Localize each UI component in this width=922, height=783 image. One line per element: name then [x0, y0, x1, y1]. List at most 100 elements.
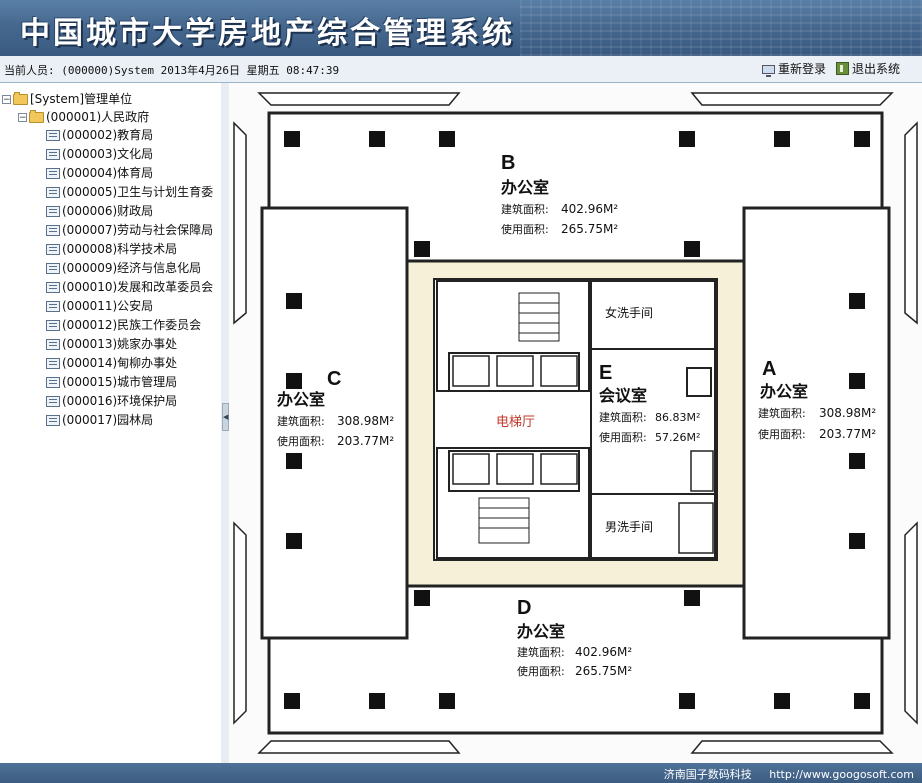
- room-a-use-label: 使用面积:: [758, 428, 806, 441]
- room-e-use-label: 使用面积:: [599, 431, 647, 444]
- app-title: 中国城市大学房地产综合管理系统: [20, 16, 515, 51]
- room-e-name: 会议室: [599, 386, 647, 405]
- document-icon: [46, 224, 60, 236]
- tree-item[interactable]: (000017)园林局: [46, 411, 153, 429]
- tree-item[interactable]: (000016)环境保护局: [46, 392, 177, 410]
- document-icon: [46, 414, 60, 426]
- tree-item-label: (000004)体育局: [62, 166, 154, 180]
- tree-item[interactable]: (000010)发展和改革委员会: [46, 278, 213, 296]
- room-c-name: 办公室: [277, 390, 325, 409]
- tree-item[interactable]: (000009)经济与信息化局: [46, 259, 201, 277]
- tree-item[interactable]: (000013)姚家办事处: [46, 335, 177, 353]
- room-a-build-label: 建筑面积:: [758, 406, 806, 420]
- document-icon: [46, 319, 60, 331]
- tree-item-label: (000013)姚家办事处: [62, 337, 178, 351]
- collapse-icon[interactable]: −: [2, 94, 11, 105]
- tree-root-label: [System]管理单位: [30, 92, 133, 106]
- document-icon: [46, 205, 60, 217]
- footer-credit: 济南国子数码科技 http://www.googosoft.com: [664, 766, 914, 782]
- room-d-use-area: 265.75M²: [575, 664, 632, 678]
- mens-restroom-label: 男洗手间: [605, 520, 653, 534]
- room-d-build-area: 402.96M²: [575, 645, 632, 659]
- tree-item-label: (000006)财政局: [62, 204, 154, 218]
- room-b-use-label: 使用面积:: [501, 223, 549, 236]
- tree-item[interactable]: (000004)体育局: [46, 164, 153, 182]
- room-a-build-area: 308.98M²: [819, 406, 876, 420]
- room-a-use-area: 203.77M²: [819, 427, 876, 441]
- org-tree: − [System]管理单位 − (000001)人民政府 (000002)教育…: [0, 83, 222, 763]
- room-c-build-label: 建筑面积:: [277, 414, 325, 428]
- monitor-icon: [762, 64, 775, 77]
- exit-icon: [836, 62, 849, 75]
- collapse-panel-handle[interactable]: ◀: [222, 403, 229, 431]
- tree-item[interactable]: (000015)城市管理局: [46, 373, 177, 391]
- footer-url[interactable]: http://www.googosoft.com: [769, 768, 914, 781]
- document-icon: [46, 300, 60, 312]
- document-icon: [46, 376, 60, 388]
- tree-item-label: (000009)经济与信息化局: [62, 261, 202, 275]
- document-icon: [46, 129, 60, 141]
- room-d-name: 办公室: [517, 622, 565, 641]
- tree-item-label: (000005)卫生与计划生育委: [62, 185, 214, 199]
- room-b-letter: B: [501, 152, 515, 174]
- tree-item-label: (000002)教育局: [62, 128, 154, 142]
- document-icon: [46, 395, 60, 407]
- tree-item[interactable]: (000005)卫生与计划生育委: [46, 183, 213, 201]
- folder-open-icon: [13, 91, 28, 105]
- document-icon: [46, 262, 60, 274]
- document-icon: [46, 357, 60, 369]
- collapse-icon[interactable]: −: [18, 112, 27, 123]
- tree-item-label: (000011)公安局: [62, 299, 154, 313]
- tree-item[interactable]: (000002)教育局: [46, 126, 153, 144]
- status-bar: 当前人员: (000000)System 2013年4月26日 星期五 08:4…: [0, 56, 922, 83]
- footer-company: 济南国子数码科技: [663, 768, 752, 781]
- room-d-build-label: 建筑面积:: [517, 645, 565, 659]
- tree-item[interactable]: (000007)劳动与社会保障局: [46, 221, 213, 239]
- tree-item-label: (000008)科学技术局: [62, 242, 178, 256]
- document-icon: [46, 281, 60, 293]
- room-d-letter: D: [517, 597, 531, 619]
- elevator-hall-label: 电梯厅: [496, 415, 535, 430]
- current-datetime: 2013年4月26日 星期五 08:47:39: [160, 64, 340, 77]
- user-prefix: 当前人员:: [4, 64, 55, 77]
- document-icon: [46, 243, 60, 255]
- tree-item-label: (000016)环境保护局: [62, 394, 178, 408]
- document-icon: [46, 338, 60, 350]
- panel-splitter[interactable]: ◀: [221, 83, 229, 763]
- room-b-build-area: 402.96M²: [561, 202, 618, 216]
- room-e-use-area: 57.26M²: [655, 431, 700, 444]
- tree-item-label: (000012)民族工作委员会: [62, 318, 202, 332]
- tree-node-label: (000001)人民政府: [46, 110, 150, 124]
- tree-item[interactable]: (000006)财政局: [46, 202, 153, 220]
- room-b-build-label: 建筑面积:: [501, 202, 549, 216]
- room-a-name: 办公室: [760, 382, 808, 401]
- document-icon: [46, 148, 60, 160]
- room-a-letter: A: [762, 358, 776, 380]
- tree-item-label: (000010)发展和改革委员会: [62, 280, 214, 294]
- tree-root[interactable]: − [System]管理单位: [2, 90, 132, 108]
- tree-item[interactable]: (000003)文化局: [46, 145, 153, 163]
- room-c-build-area: 308.98M²: [337, 414, 394, 428]
- room-c-letter: C: [327, 368, 341, 390]
- tree-item-label: (000014)甸柳办事处: [62, 356, 178, 370]
- relogin-label: 重新登录: [778, 62, 827, 76]
- room-d-use-label: 使用面积:: [517, 665, 565, 678]
- tree-item[interactable]: (000008)科学技术局: [46, 240, 177, 258]
- footer-bar: 济南国子数码科技 http://www.googosoft.com: [0, 763, 922, 783]
- relogin-button[interactable]: 重新登录: [762, 60, 826, 77]
- tree-item[interactable]: (000012)民族工作委员会: [46, 316, 201, 334]
- current-user-info: 当前人员: (000000)System 2013年4月26日 星期五 08:4…: [4, 62, 339, 78]
- tree-node-government[interactable]: − (000001)人民政府: [18, 108, 149, 126]
- room-b-name: 办公室: [501, 178, 549, 197]
- floor-plan-view: B 办公室 建筑面积: 402.96M² 使用面积: 265.75M² C 办公…: [229, 83, 922, 763]
- document-icon: [46, 167, 60, 179]
- tree-item-label: (000015)城市管理局: [62, 375, 178, 389]
- tree-item[interactable]: (000011)公安局: [46, 297, 153, 315]
- tree-item-label: (000017)园林局: [62, 413, 154, 427]
- current-user: (000000)System: [61, 64, 154, 77]
- womens-restroom-label: 女洗手间: [605, 305, 653, 320]
- room-c-use-label: 使用面积:: [277, 435, 325, 448]
- tree-item[interactable]: (000014)甸柳办事处: [46, 354, 177, 372]
- exit-label: 退出系统: [852, 62, 901, 76]
- exit-button[interactable]: 退出系统: [836, 60, 900, 77]
